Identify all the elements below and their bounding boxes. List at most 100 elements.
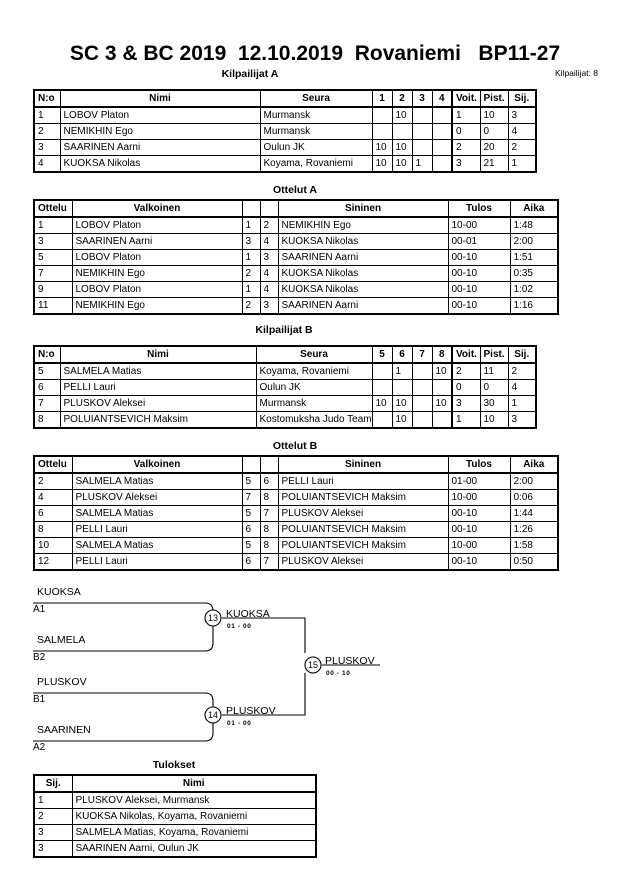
cell-no: 7: [33, 395, 61, 412]
cell-wins: 0: [451, 123, 481, 140]
cell-opponent-score-3: [411, 123, 433, 140]
col-op-8: 8: [431, 345, 453, 364]
col-op-6: 6: [391, 345, 413, 364]
cell-white-no: 7: [241, 489, 261, 506]
cell-club: Koyama, Rovaniemi: [259, 155, 373, 173]
cell-result: 00-10: [447, 521, 511, 538]
cell-white-name: LOBOV Platon: [71, 281, 243, 298]
cell-name: KUOKSA Nikolas: [59, 155, 261, 173]
col-seura: Seura: [255, 345, 373, 364]
cell-points: 20: [479, 139, 509, 156]
bracket-winner-14: PLUSKOV: [226, 705, 276, 717]
section-caption-matches-b: Ottelut B: [272, 440, 318, 452]
col-ottelu: Ottelu: [33, 199, 73, 218]
cell-rank: 2: [507, 139, 537, 156]
cell-opponent-score-3: [411, 411, 433, 429]
cell-white-name: NEMIKHIN Ego: [71, 297, 243, 315]
section-caption-pool-a: Kilpailijat A: [221, 68, 279, 80]
cell-time: 2:00: [509, 472, 559, 490]
bracket-score-13: 01 - 00: [227, 623, 252, 630]
cell-match-no: 10: [33, 537, 73, 554]
cell-opponent-score-4: [431, 379, 453, 396]
cell-rank: 4: [507, 123, 537, 140]
cell-blue-no: 8: [259, 521, 279, 538]
cell-opponent-score-1: 10: [371, 395, 393, 412]
bracket-score-14: 01 - 00: [227, 720, 252, 727]
cell-opponent-score-3: 1: [411, 155, 433, 173]
cell-blue-name: KUOKSA Nikolas: [277, 265, 449, 282]
cell-white-no: 6: [241, 521, 261, 538]
cell-rank: 3: [507, 411, 537, 429]
bracket-entry-name-3: PLUSKOV: [37, 676, 87, 688]
cell-no: 2: [33, 123, 61, 140]
cell-match-no: 11: [33, 297, 73, 315]
bracket-match-number-14: 14: [207, 710, 218, 720]
col-sij: Sij.: [33, 774, 73, 793]
cell-opponent-score-1: [371, 379, 393, 396]
cell-points: 30: [479, 395, 509, 412]
cell-result: 00-10: [447, 297, 511, 315]
cell-wins: 2: [451, 139, 481, 156]
cell-blue-no: 3: [259, 297, 279, 315]
cell-result: 10-00: [447, 489, 511, 506]
cell-match-no: 4: [33, 489, 73, 506]
bracket-entry-seed-1: A1: [33, 604, 46, 615]
cell-opponent-score-4: [431, 123, 453, 140]
cell-rank: 3: [33, 824, 73, 841]
col-sininen: Sininen: [277, 199, 449, 218]
cell-name: SALMELA Matias, Koyama, Rovaniemi: [71, 824, 317, 841]
col-no: N:o: [33, 89, 61, 108]
cell-opponent-score-3: [411, 362, 433, 380]
col-sij: Sij.: [507, 345, 537, 364]
pool-b-table: N:o Nimi Seura 5 6 7 8 Voit. Pist. Sij. …: [33, 345, 537, 429]
cell-opponent-score-3: [411, 139, 433, 156]
cell-blue-name: NEMIKHIN Ego: [277, 216, 449, 234]
cell-white-no: 1: [241, 216, 261, 234]
cell-white-no: 5: [241, 505, 261, 522]
cell-name: PELLI Lauri: [59, 379, 257, 396]
page-title: SC 3 & BC 2019 12.10.2019 Rovaniemi BP11…: [69, 42, 561, 65]
cell-result: 10-00: [447, 537, 511, 554]
cell-opponent-score-2: 10: [391, 106, 413, 124]
cell-rank: 1: [33, 791, 73, 809]
col-white-no: [241, 455, 261, 474]
cell-blue-no: 4: [259, 233, 279, 250]
cell-name: SAARINEN Aarni, Oulun JK: [71, 840, 317, 858]
col-sij: Sij.: [507, 89, 537, 108]
cell-opponent-score-2: 10: [391, 395, 413, 412]
cell-wins: 1: [451, 106, 481, 124]
cell-rank: 3: [507, 106, 537, 124]
col-tulos: Tulos: [447, 199, 511, 218]
cell-name: PLUSKOV Aleksei, Murmansk: [71, 791, 317, 809]
cell-time: 1:58: [509, 537, 559, 554]
cell-time: 1:26: [509, 521, 559, 538]
cell-points: 10: [479, 411, 509, 429]
cell-match-no: 1: [33, 216, 73, 234]
cell-blue-no: 7: [259, 553, 279, 571]
col-op-3: 3: [411, 89, 433, 108]
cell-white-name: NEMIKHIN Ego: [71, 265, 243, 282]
col-pist: Pist.: [479, 345, 509, 364]
cell-points: 0: [479, 379, 509, 396]
cell-blue-no: 2: [259, 216, 279, 234]
cell-opponent-score-1: [371, 123, 393, 140]
cell-name: NEMIKHIN Ego: [59, 123, 261, 140]
cell-opponent-score-4: [431, 155, 453, 173]
cell-match-no: 6: [33, 505, 73, 522]
cell-no: 8: [33, 411, 61, 429]
cell-club: Oulun JK: [255, 379, 373, 396]
cell-opponent-score-2: 10: [391, 139, 413, 156]
cell-name: KUOKSA Nikolas, Koyama, Rovaniemi: [71, 808, 317, 825]
cell-white-name: SAARINEN Aarni: [71, 233, 243, 250]
bracket-winner-15: PLUSKOV: [325, 655, 375, 667]
